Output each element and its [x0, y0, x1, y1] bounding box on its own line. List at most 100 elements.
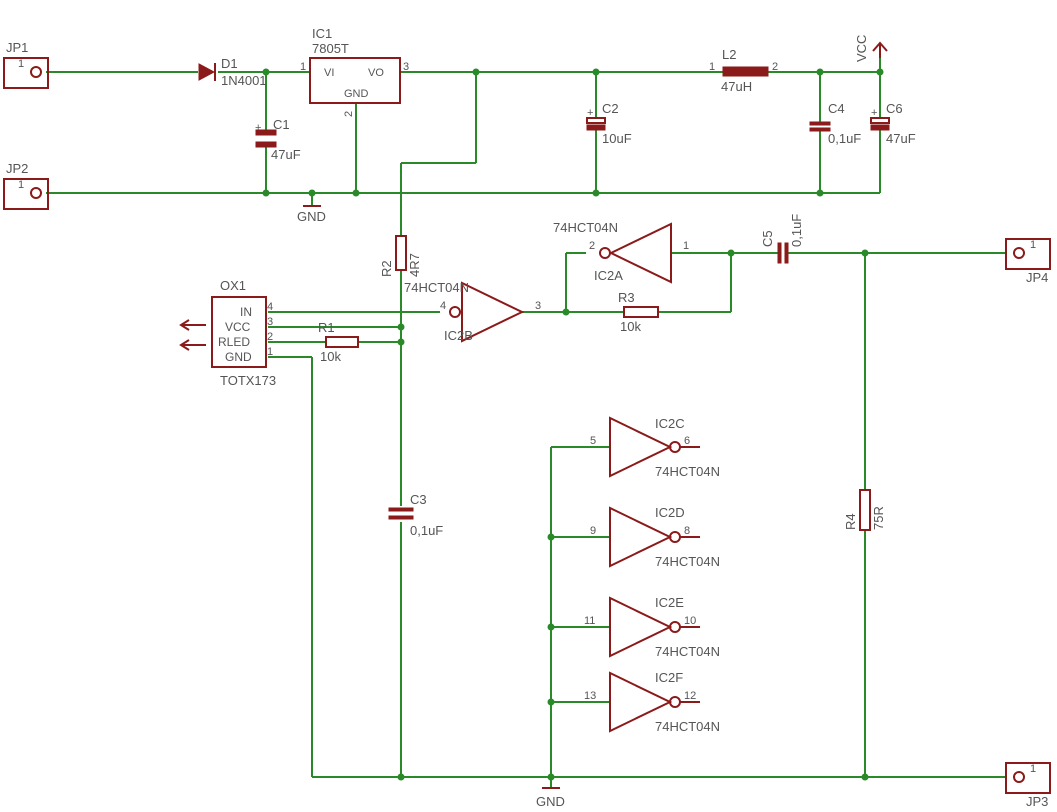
r1-value: 10k — [320, 349, 341, 364]
c1-value: 47uF — [271, 147, 301, 162]
ic1-name: IC1 — [312, 26, 332, 41]
jp2-pin: 1 — [18, 179, 24, 191]
ic2a-in-pin: 2 — [589, 240, 595, 252]
ic2a-name: IC2A — [594, 268, 623, 283]
jp1-pin: 1 — [18, 58, 24, 70]
resistor-r1: R1 10k — [318, 320, 359, 364]
ic2f-value: 74HCT04N — [655, 719, 720, 734]
inverter-ic2d: IC2D 74HCT04N 9 8 — [590, 505, 720, 569]
ic1-pin3: 3 — [403, 61, 409, 73]
r2-name: R2 — [379, 260, 394, 277]
d1-value: 1N4001 — [221, 73, 267, 88]
resistor-r2: R2 4R7 — [379, 235, 422, 277]
ic2e-name: IC2E — [655, 595, 684, 610]
ic2c-in-pin: 5 — [590, 435, 596, 447]
ic1-pin2: 2 — [343, 111, 355, 117]
c2-name: C2 — [602, 101, 619, 116]
gnd-symbol-top: GND — [297, 205, 326, 224]
d1-name: D1 — [221, 56, 238, 71]
c3-name: C3 — [410, 492, 427, 507]
c5-value: 0,1uF — [789, 214, 804, 247]
ic2e-value: 74HCT04N — [655, 644, 720, 659]
jp1-label: JP1 — [6, 40, 28, 55]
ic1-pin1: 1 — [300, 61, 306, 73]
ic2c-value: 74HCT04N — [655, 464, 720, 479]
regulator-ic1: IC1 7805T VI VO GND 1 3 2 — [300, 26, 409, 117]
inductor-l2: L2 47uH 1 2 — [709, 47, 778, 94]
ic2d-name: IC2D — [655, 505, 685, 520]
ic2e-in-pin: 11 — [584, 615, 595, 627]
vcc-symbol: VCC — [854, 35, 888, 62]
connector-jp2: JP2 1 — [3, 161, 49, 210]
c5-name: C5 — [760, 230, 775, 247]
ic2d-value: 74HCT04N — [655, 554, 720, 569]
l2-value: 47uH — [721, 79, 752, 94]
inverter-ic2f: IC2F 74HCT04N 13 12 — [584, 670, 720, 734]
capacitor-c4: C4 0,1uF — [809, 101, 861, 146]
ic2f-name: IC2F — [655, 670, 683, 685]
ic2c-out-pin: 6 — [684, 435, 690, 447]
capacitor-c2: + C2 10uF — [586, 101, 632, 146]
connector-jp3: JP3 1 — [1005, 762, 1051, 809]
l2-pin1: 1 — [709, 61, 715, 73]
c6-plus: + — [871, 107, 877, 119]
ic2b-out-pin: 3 — [535, 300, 541, 312]
r4-name: R4 — [843, 513, 858, 530]
c2-value: 10uF — [602, 131, 632, 146]
gnd-label-top: GND — [297, 209, 326, 224]
ic2a-out-pin: 1 — [683, 240, 689, 252]
inverter-ic2b: 74HCT04N IC2B 4 3 — [404, 280, 541, 343]
jp2-label: JP2 — [6, 161, 28, 176]
resistor-r3: R3 10k — [618, 290, 659, 334]
ox1-pinnum-3: 3 — [267, 316, 273, 328]
r4-value: 75R — [871, 506, 886, 530]
ic1-value: 7805T — [312, 41, 349, 56]
jp3-pin: 1 — [1030, 763, 1036, 775]
r1-name: R1 — [318, 320, 335, 335]
ic1-vi: VI — [324, 67, 334, 79]
capacitor-c6: + C6 47uF — [870, 101, 916, 146]
inverter-ic2e: IC2E 74HCT04N 11 10 — [584, 595, 720, 659]
jp4-label: JP4 — [1026, 270, 1048, 285]
ic2d-out-pin: 8 — [684, 525, 690, 537]
r3-value: 10k — [620, 319, 641, 334]
jp4-pin: 1 — [1030, 239, 1036, 251]
diode-d1: D1 1N4001 — [198, 56, 267, 88]
connector-jp4: JP4 1 — [1005, 238, 1051, 285]
connector-jp1: JP1 1 — [3, 40, 49, 89]
c6-value: 47uF — [886, 131, 916, 146]
jp3-label: JP3 — [1026, 794, 1048, 809]
ox1-pin-gnd: GND — [225, 350, 252, 364]
junctions — [262, 68, 884, 781]
l2-pin2: 2 — [772, 61, 778, 73]
inverter-ic2c: IC2C 74HCT04N 5 6 — [590, 416, 720, 479]
ic2f-in-pin: 13 — [584, 690, 596, 702]
gnd-label-bottom: GND — [536, 794, 565, 809]
ic2b-value: 74HCT04N — [404, 280, 469, 295]
capacitor-c1: + C1 47uF — [255, 117, 301, 162]
vcc-label: VCC — [854, 35, 869, 62]
ic2f-out-pin: 12 — [684, 690, 696, 702]
ic2c-name: IC2C — [655, 416, 685, 431]
wires — [46, 58, 1006, 787]
ox1-pin-vcc: VCC — [225, 320, 251, 334]
ic1-vo: VO — [368, 67, 384, 79]
r3-name: R3 — [618, 290, 635, 305]
gnd-symbol-bottom: GND — [536, 787, 565, 809]
ox1-pinnum-4: 4 — [267, 301, 273, 313]
ox1-pin-rled: RLED — [218, 335, 250, 349]
ox1-pin-in: IN — [240, 305, 252, 319]
ox1-pinnum-2: 2 — [267, 331, 273, 343]
capacitor-c3: C3 0,1uF — [388, 492, 443, 538]
ic2e-out-pin: 10 — [684, 615, 696, 627]
c3-value: 0,1uF — [410, 523, 443, 538]
c6-name: C6 — [886, 101, 903, 116]
inverter-ic2a: 74HCT04N IC2A 2 1 — [553, 220, 689, 284]
ic2b-in-pin: 4 — [440, 300, 446, 312]
ic1-gnd: GND — [344, 88, 369, 100]
resistor-r4: R4 75R — [843, 489, 886, 531]
c4-name: C4 — [828, 101, 845, 116]
c2-plus: + — [587, 107, 593, 119]
ox1-pinnum-1: 1 — [267, 346, 273, 358]
